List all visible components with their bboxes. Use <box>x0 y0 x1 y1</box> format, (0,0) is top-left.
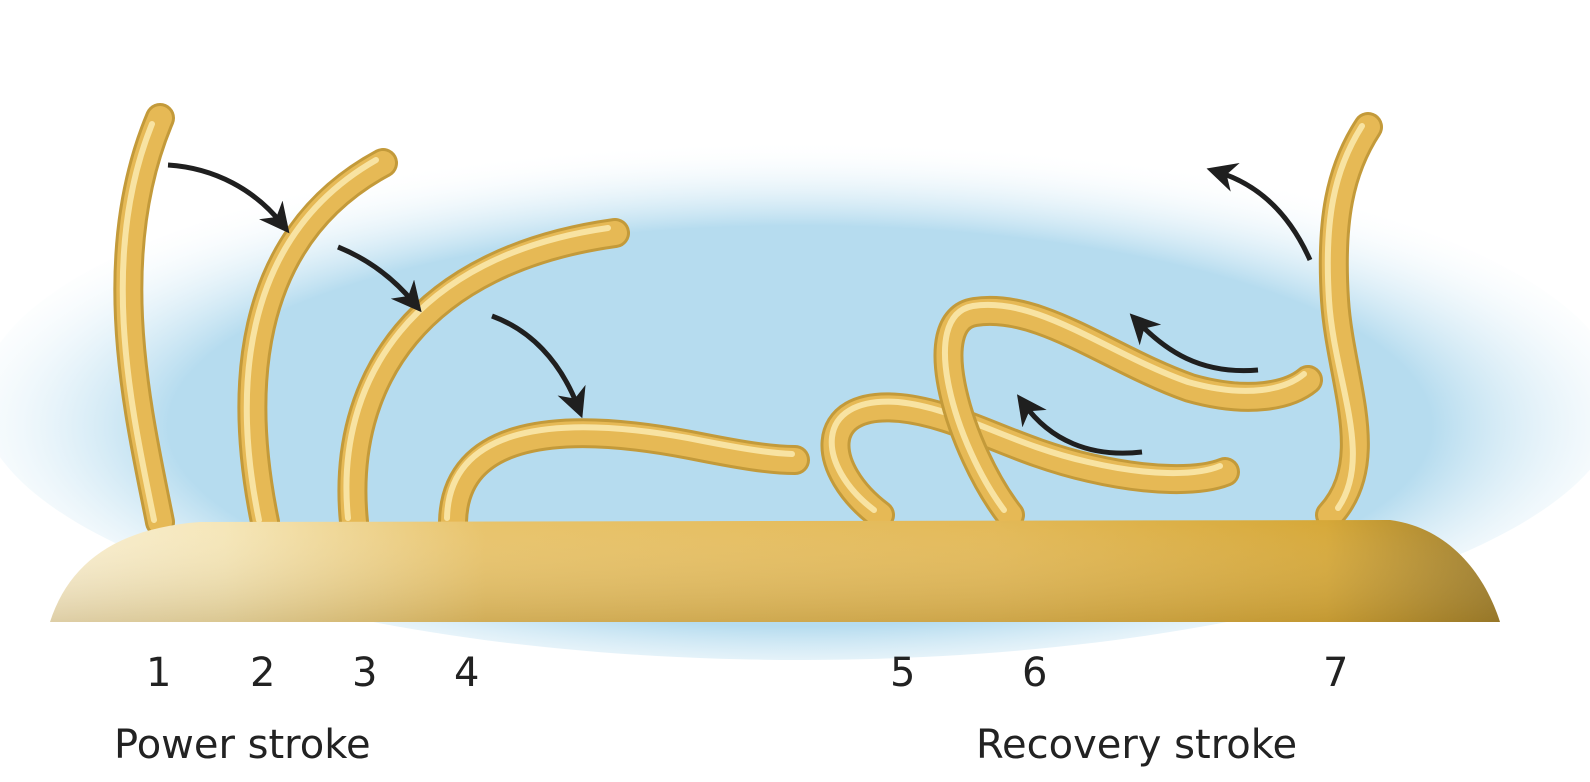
recovery-stroke-caption: Recovery stroke <box>976 722 1298 768</box>
power-stroke-caption: Power stroke <box>114 722 371 768</box>
arrow-7 <box>1206 163 1313 262</box>
stage-label-7: 7 <box>1323 650 1349 696</box>
arrow-6 <box>1129 313 1259 374</box>
arrow-3-to-4 <box>491 313 586 419</box>
cilium-6 <box>933 295 1323 530</box>
arrow-1-to-2 <box>167 162 290 234</box>
cilium-3 <box>337 218 630 537</box>
stage-label-6: 6 <box>1022 650 1048 696</box>
stage-label-4: 4 <box>454 650 480 696</box>
cilium-2 <box>237 148 398 537</box>
motion-arrows <box>167 162 1313 456</box>
arrow-5 <box>1016 394 1143 456</box>
cilium-7 <box>1315 112 1383 530</box>
stage-label-2: 2 <box>250 650 276 696</box>
stage-label-3: 3 <box>352 650 378 696</box>
cilium-4 <box>438 418 810 537</box>
stage-label-5: 5 <box>890 650 916 696</box>
cell-surface-shade <box>50 520 1500 622</box>
stage-label-1: 1 <box>146 650 172 696</box>
arrow-2-to-3 <box>337 244 422 313</box>
cilium-1 <box>113 103 175 537</box>
cilia <box>113 103 1383 537</box>
